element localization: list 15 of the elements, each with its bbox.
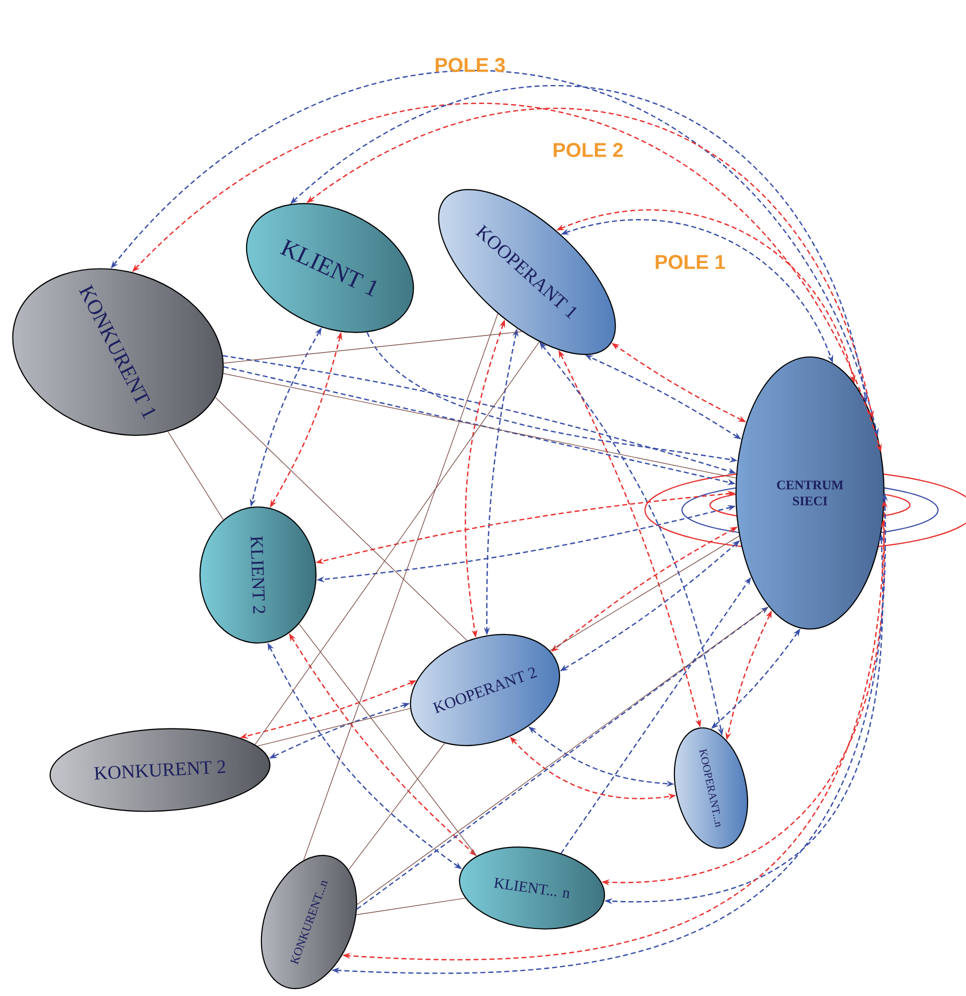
connector-line	[303, 313, 498, 861]
connector-line	[257, 708, 411, 746]
ellipse-node: KLIENT... n	[459, 846, 605, 930]
connector-line	[215, 397, 468, 641]
ellipse-node: KLIENT 2	[199, 506, 317, 644]
field-label: POLE 1	[656, 254, 725, 270]
connector-line	[254, 341, 540, 745]
field-label: POLE 3	[436, 58, 505, 72]
ellipse-node: KONKURENT 2	[50, 728, 270, 812]
connector-line	[348, 742, 445, 870]
connector-line	[223, 331, 522, 364]
ellipse-node: CENTRUM SIECI	[735, 356, 885, 630]
field-label: POLE 2	[554, 142, 623, 158]
connector-line	[356, 898, 466, 916]
connector-line	[168, 431, 224, 520]
